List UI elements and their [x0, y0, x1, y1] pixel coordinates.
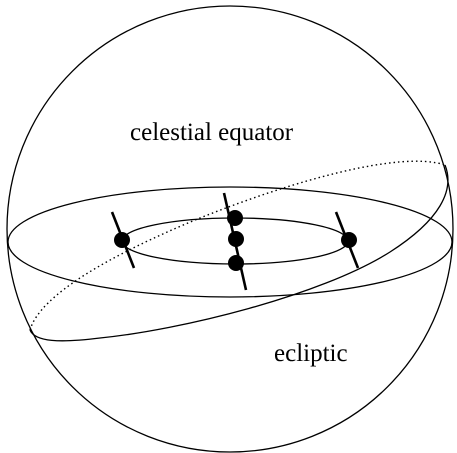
- position-dot-front: [228, 255, 244, 271]
- ecliptic-front: [29, 164, 449, 342]
- position-dot-center: [228, 231, 244, 247]
- position-dot-back: [227, 210, 243, 226]
- label-ecliptic: ecliptic: [274, 340, 348, 367]
- position-dot-left: [114, 232, 130, 248]
- ecliptic-back: [29, 160, 446, 331]
- celestial-sphere: [6, 5, 454, 453]
- label-celestial-equator: celestial equator: [130, 119, 294, 146]
- celestial-equator-circle: [7, 186, 453, 298]
- position-dot-right: [341, 232, 357, 248]
